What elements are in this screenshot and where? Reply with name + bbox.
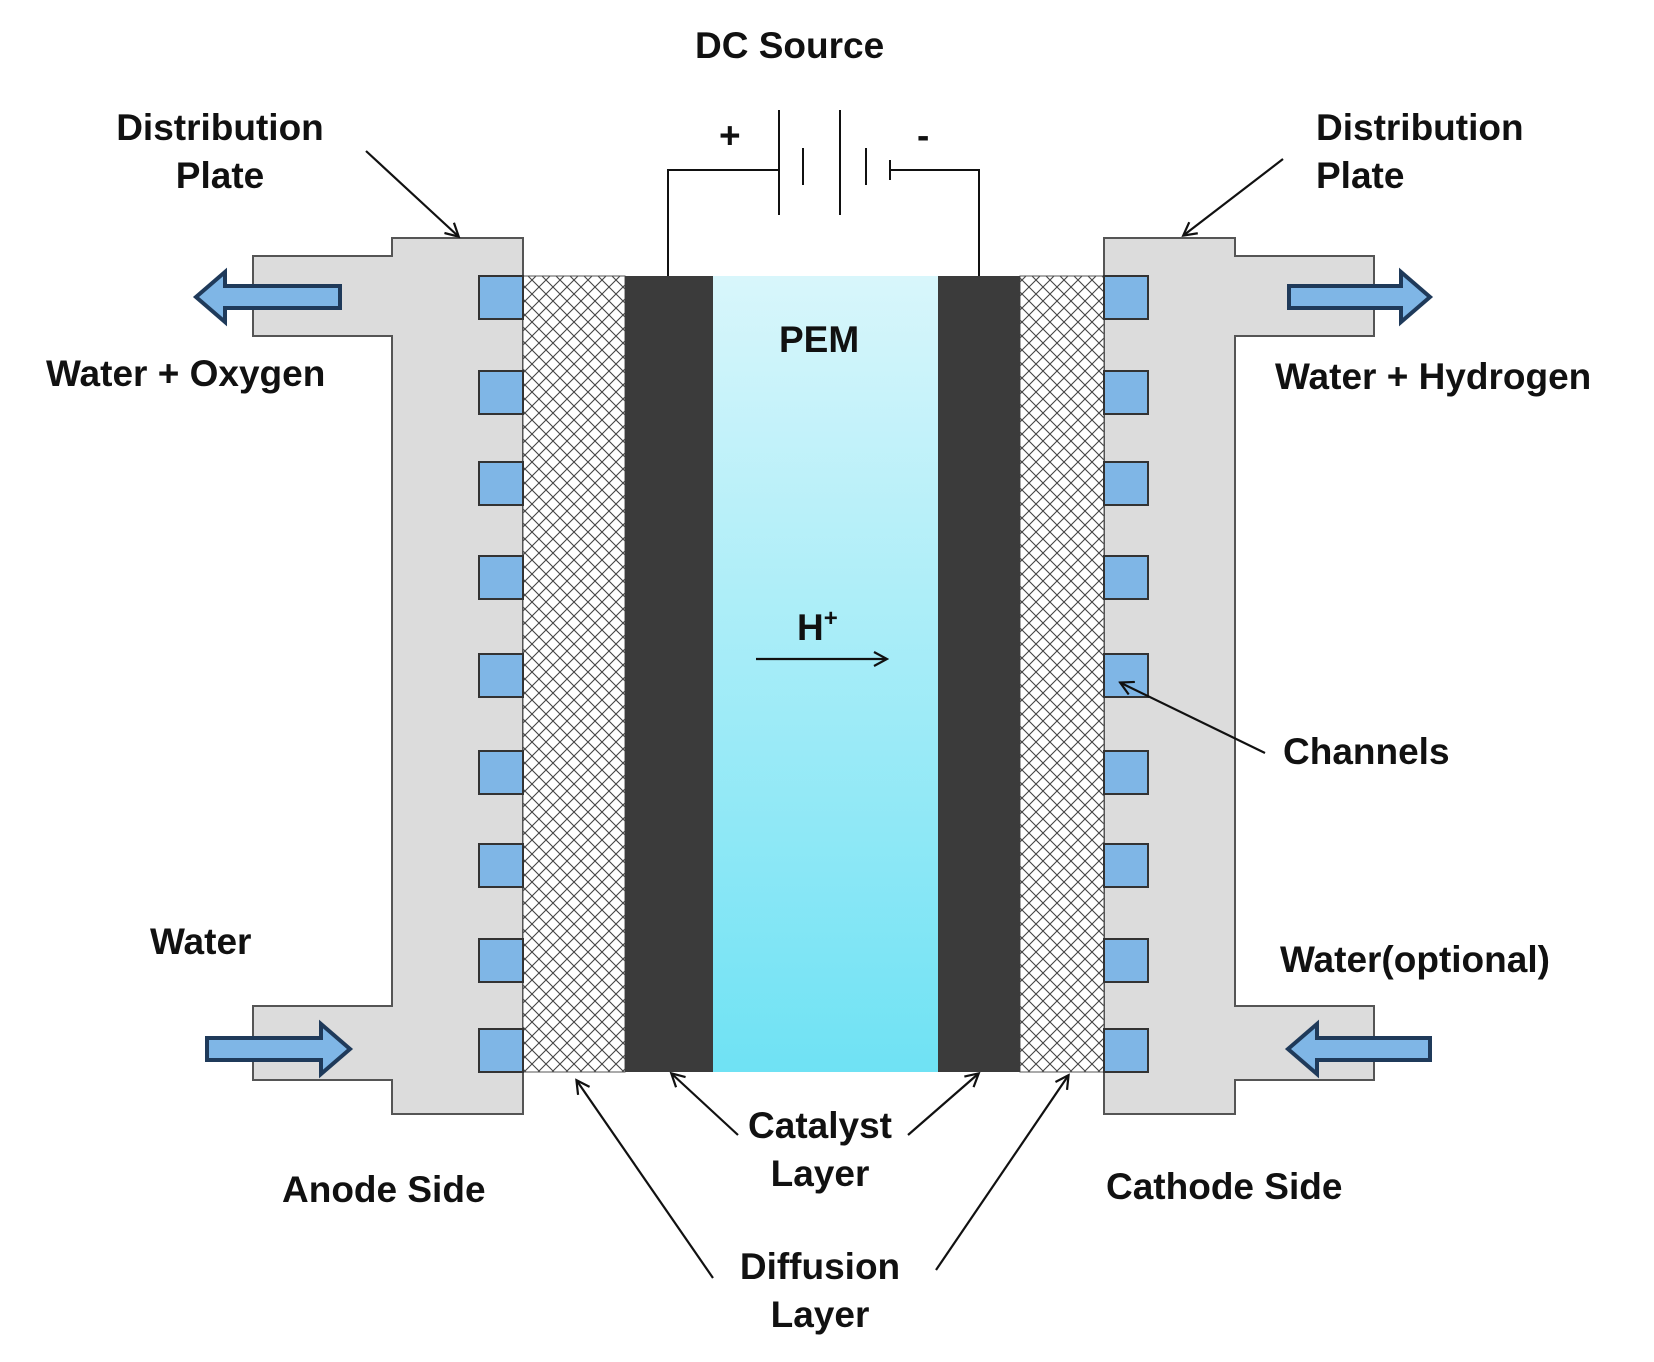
anode-channels — [478, 275, 524, 1073]
channel-4 — [1103, 555, 1149, 600]
channel-7 — [1103, 843, 1149, 888]
channel-5 — [1103, 653, 1149, 698]
battery-positive-label: + — [719, 115, 741, 156]
water-hydrogen-outlet-arrow — [1287, 267, 1434, 327]
channels-pointer — [1121, 683, 1266, 754]
dc-source-battery-icon — [667, 110, 980, 276]
channel-9 — [478, 1028, 524, 1073]
channel-8 — [478, 938, 524, 983]
catalyst-layer-left-pointer — [672, 1074, 739, 1136]
channel-9 — [1103, 1028, 1149, 1073]
cathode-side-label: Cathode Side — [1106, 1166, 1343, 1207]
channel-1 — [478, 275, 524, 320]
anode-side-label: Anode Side — [282, 1169, 486, 1210]
catalyst-layer-right-pointer — [907, 1074, 978, 1136]
distribution-plate-left-label: Distribution Plate — [116, 107, 324, 196]
water-hydrogen-label: Water + Hydrogen — [1275, 356, 1592, 397]
channel-4 — [478, 555, 524, 600]
cathode-catalyst-layer — [938, 276, 1020, 1072]
water-optional-inlet-arrow — [1284, 1019, 1432, 1079]
catalyst-layer-label: Catalyst Layer — [748, 1105, 892, 1194]
anode-diffusion-layer — [522, 275, 626, 1073]
cathode-diffusion-layer — [1019, 275, 1105, 1073]
proton-label: H+ — [797, 605, 838, 648]
channel-3 — [478, 461, 524, 506]
distribution-plate-right-pointer — [1184, 158, 1284, 235]
channels-label: Channels — [1283, 731, 1450, 772]
channel-6 — [478, 750, 524, 795]
channel-2 — [1103, 370, 1149, 415]
battery-negative-label: - — [917, 115, 930, 156]
dc-source-label: DC Source — [695, 25, 885, 66]
proton-exchange-membrane — [713, 276, 938, 1072]
channel-1 — [1103, 275, 1149, 320]
cathode-channels — [1103, 275, 1149, 1073]
channel-8 — [1103, 938, 1149, 983]
anode-distribution-plate — [252, 237, 524, 1115]
anode-catalyst-layer — [625, 276, 713, 1072]
diffusion-layer-right-pointer — [935, 1076, 1068, 1271]
distribution-plate-left-pointer — [365, 150, 458, 236]
water-optional-label: Water(optional) — [1280, 939, 1550, 980]
water-oxygen-outlet-arrow — [192, 267, 342, 327]
channel-2 — [478, 370, 524, 415]
cathode-distribution-plate — [1103, 237, 1375, 1115]
distribution-plate-right-label: Distribution Plate — [1316, 107, 1524, 196]
channel-5 — [478, 653, 524, 698]
channel-7 — [478, 843, 524, 888]
diffusion-layer-left-pointer — [577, 1081, 714, 1279]
pem-label: PEM — [779, 319, 860, 360]
channel-6 — [1103, 750, 1149, 795]
diffusion-layer-label: Diffusion Layer — [739, 1246, 901, 1335]
water-oxygen-label: Water + Oxygen — [46, 353, 326, 394]
water-inlet-arrow — [205, 1019, 354, 1079]
channel-3 — [1103, 461, 1149, 506]
water-label: Water — [150, 921, 252, 962]
